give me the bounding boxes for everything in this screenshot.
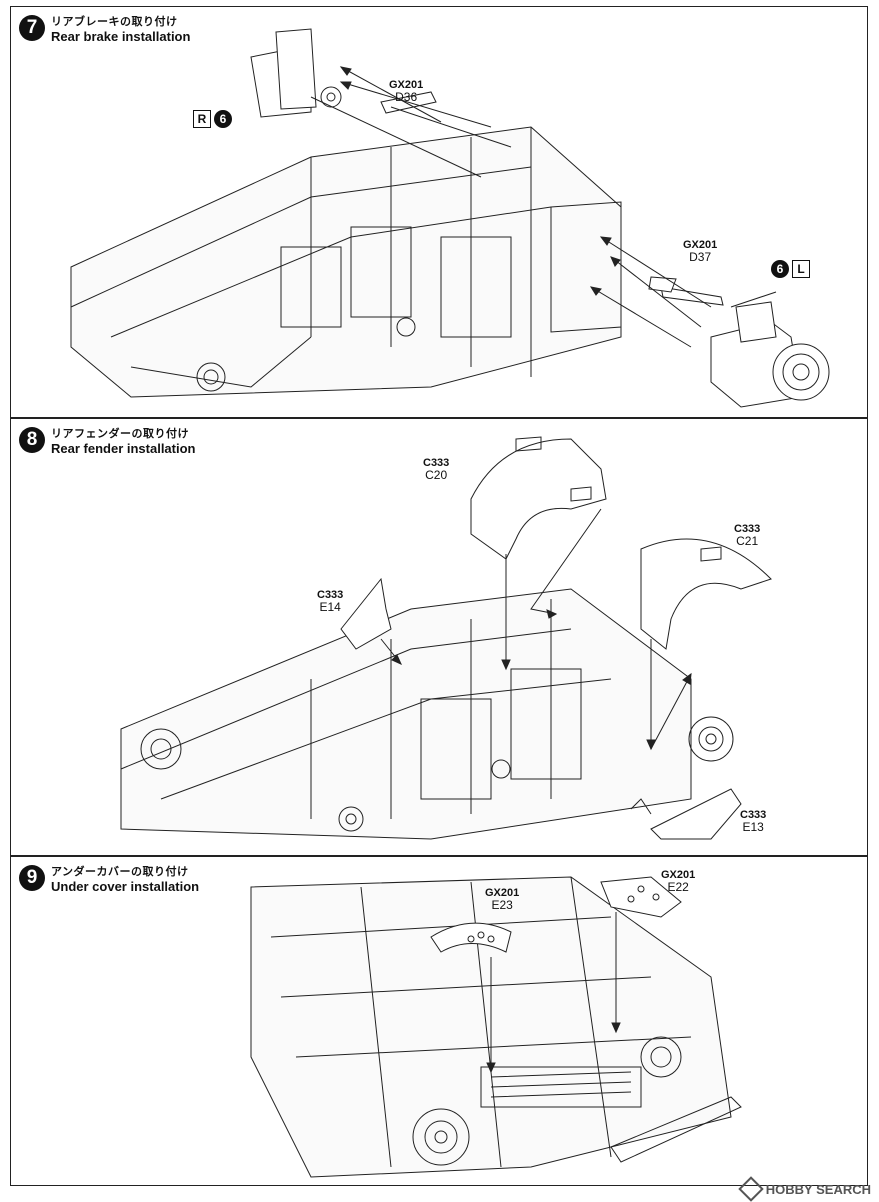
part-number: C20 — [425, 468, 448, 482]
step-title-jp: リアブレーキの取り付け — [51, 16, 178, 28]
step-title-jp: アンダーカバーの取り付け — [51, 866, 189, 878]
part-code: C333 — [423, 457, 450, 469]
step-9-panel: 9 アンダーカバーの取り付け Under cover installation … — [10, 856, 868, 1186]
watermark: HOBBY SEARCH — [738, 1176, 871, 1202]
step-number: 7 — [19, 15, 45, 41]
part-code: C333 — [734, 523, 761, 535]
part-number: E22 — [667, 880, 689, 894]
part-number: D36 — [395, 90, 418, 104]
part-number: C21 — [736, 534, 759, 548]
part-label-c21: C333 C21 — [734, 523, 760, 547]
part-label-d37: GX201 D37 — [683, 239, 717, 263]
step-title-jp: リアフェンダーの取り付け — [51, 428, 189, 440]
instruction-sheet: 7 リアブレーキの取り付け Rear brake installation — [10, 6, 868, 1186]
marker-number: 6 — [214, 110, 232, 128]
part-code: GX201 — [661, 869, 696, 881]
marker-number: 6 — [771, 260, 789, 278]
part-number: E23 — [491, 898, 513, 912]
under-cover-drawing — [250, 876, 742, 1178]
step-7-panel: 7 リアブレーキの取り付け Rear brake installation — [10, 6, 868, 418]
part-label-e22: GX201 E22 — [661, 869, 695, 893]
step-title-en: Rear brake installation — [51, 29, 191, 44]
part-number: D37 — [689, 250, 712, 264]
hobbysearch-logo-icon — [738, 1176, 764, 1202]
marker-6l: 6 L — [771, 260, 810, 278]
part-label-c20: C333 C20 — [423, 457, 449, 481]
rear-fender-drawing — [120, 436, 772, 840]
marker-letter: L — [792, 260, 810, 278]
marker-r6: R 6 — [193, 110, 232, 128]
rear-brake-drawing — [70, 28, 830, 408]
part-code: GX201 — [683, 239, 718, 251]
part-code: GX201 — [389, 79, 424, 91]
part-label-e13: C333 E13 — [740, 809, 766, 833]
step-title-en: Under cover installation — [51, 879, 200, 894]
part-code: C333 — [740, 809, 767, 821]
part-number: E14 — [319, 600, 341, 614]
part-label-e14: C333 E14 — [317, 589, 343, 613]
part-number: E13 — [742, 820, 764, 834]
watermark-text: HOBBY SEARCH — [765, 1181, 871, 1197]
step-number: 9 — [19, 865, 45, 891]
step-number: 8 — [19, 427, 45, 453]
part-code: C333 — [317, 589, 344, 601]
step-title-en: Rear fender installation — [51, 441, 196, 456]
part-label-d36: GX201 D36 — [389, 79, 423, 103]
marker-letter: R — [193, 110, 211, 128]
part-code: GX201 — [485, 887, 520, 899]
step-8-panel: 8 リアフェンダーの取り付け Rear fender installation — [10, 418, 868, 856]
part-label-e23: GX201 E23 — [485, 887, 519, 911]
